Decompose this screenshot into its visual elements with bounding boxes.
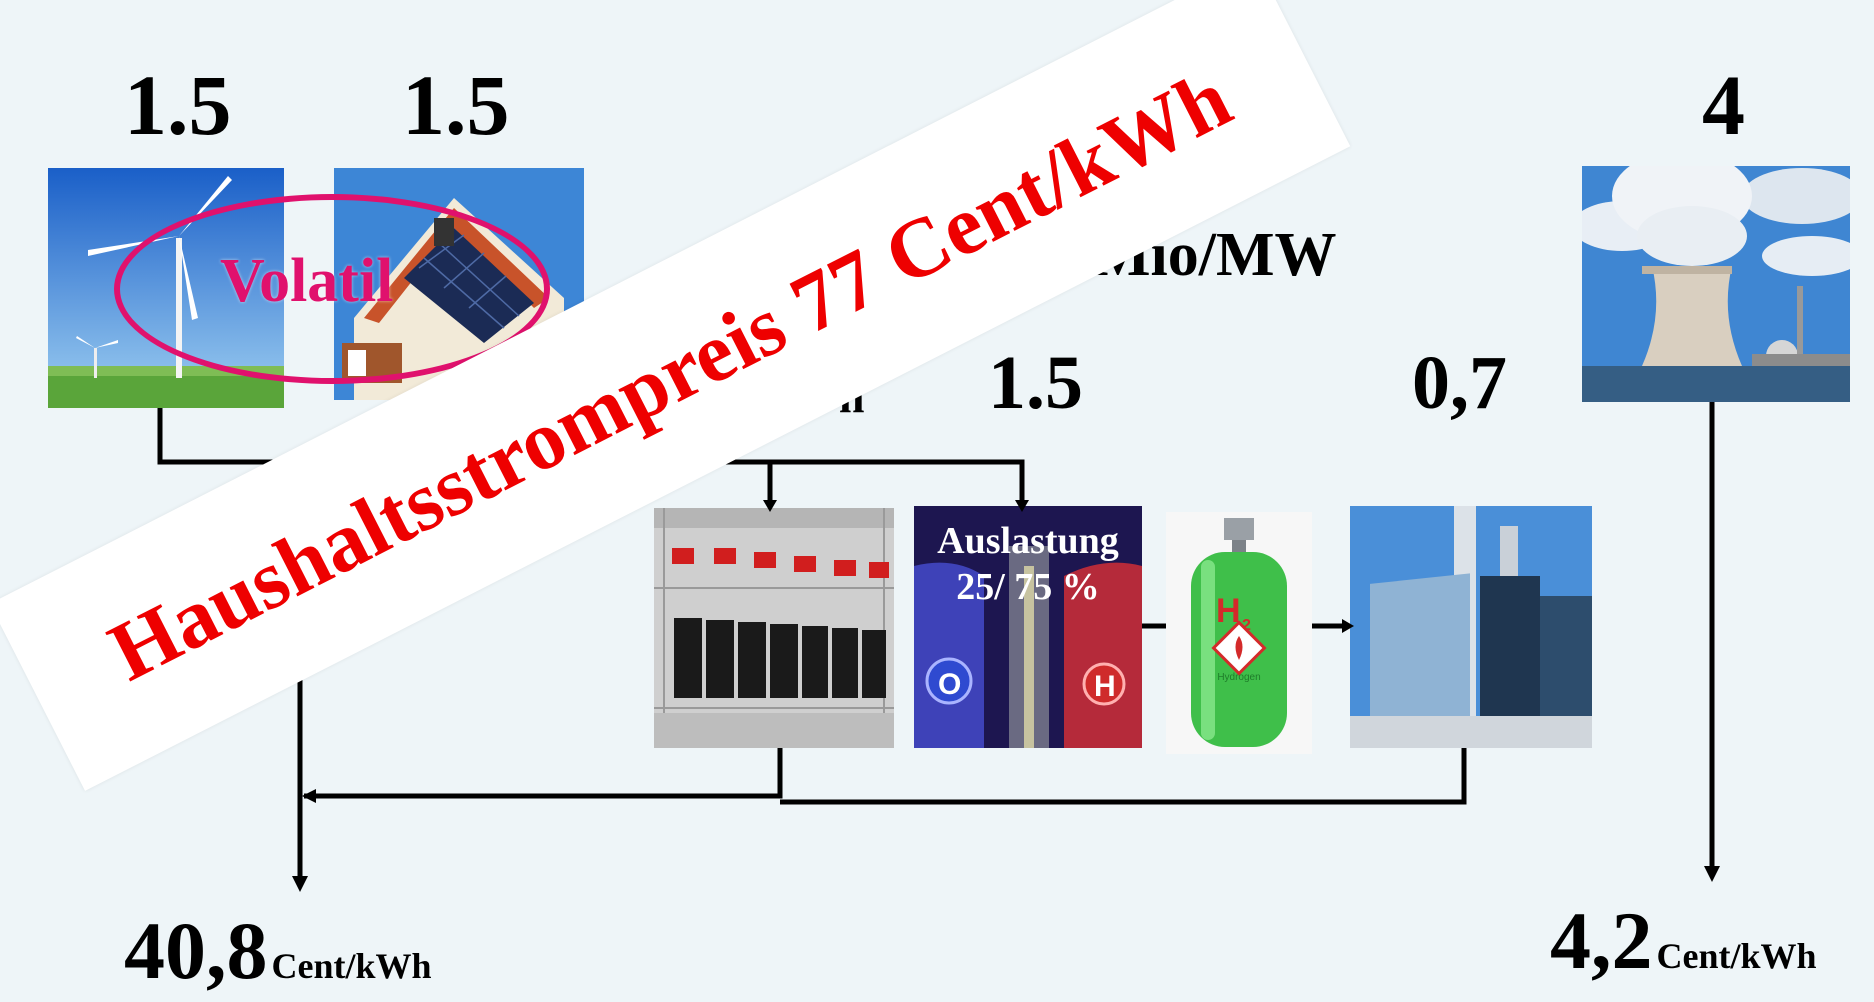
result-left-unit: Cent/kWh (271, 946, 432, 986)
gas-plant-cost: 0,7 (1412, 341, 1507, 425)
result-left: 40,8 Cent/kWh (124, 910, 432, 992)
result-right-value: 4,2 (1550, 895, 1653, 986)
result-left-value: 40,8 (124, 905, 268, 996)
result-right-unit: Cent/kWh (1656, 936, 1817, 976)
nuclear-cost: 4 (1702, 57, 1745, 153)
gas-power-plant-icon (1350, 506, 1592, 748)
result-right: 4,2 Cent/kWh (1550, 900, 1817, 982)
nuclear-plant-icon (1582, 166, 1850, 402)
